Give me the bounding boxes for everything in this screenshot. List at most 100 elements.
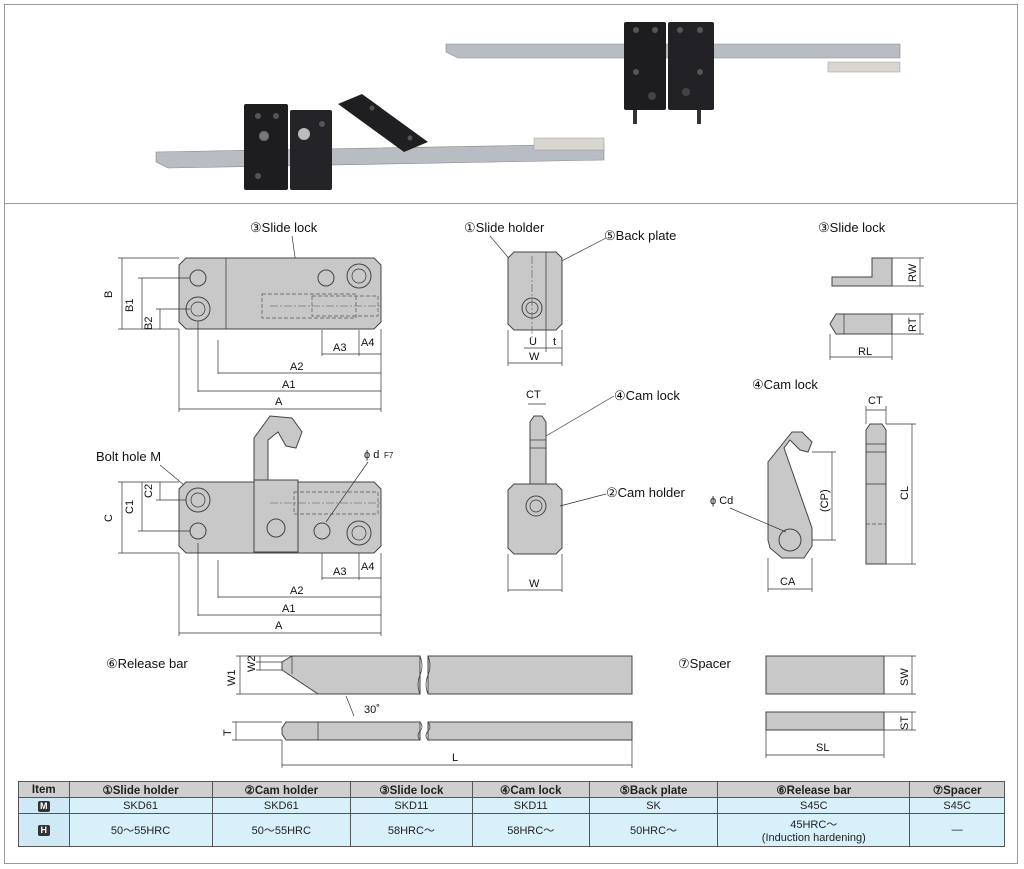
header-cam-lock: ④Cam lock	[471, 781, 590, 798]
slide-lock-top-view	[829, 313, 893, 335]
cam-bolt-hole-1	[185, 487, 211, 513]
table-row-hardness: H 50～55HRC 50～55HRC 58HRC～ 58HRC～ 50HRC～…	[18, 813, 1005, 847]
hardness-badge-cell: H	[18, 813, 70, 847]
table-cell: 50～55HRC	[211, 813, 352, 847]
table-cell: 50HRC～	[588, 813, 719, 847]
dim-c2: C2	[143, 484, 155, 498]
dim-a: A	[275, 396, 283, 408]
cam-bolt-hole-2	[189, 522, 207, 540]
label-phi-cd: ϕ Cd	[710, 495, 733, 507]
material-badge: M	[37, 800, 50, 812]
release-bar-tip-1	[827, 61, 901, 73]
cam-lock-body	[253, 479, 299, 553]
table-cell: SK	[588, 797, 719, 814]
header-slide-lock: ③Slide lock	[350, 781, 473, 798]
label-slide-holder: ①Slide holder	[464, 220, 545, 235]
photo-divider	[4, 203, 1017, 204]
table-cell: 58HRC～	[350, 813, 473, 847]
dim-rt: RT	[907, 317, 919, 332]
dim-t: t	[553, 336, 556, 348]
product-photo	[155, 22, 901, 190]
dim-w-slide: W	[529, 351, 540, 363]
release-bar-top-view-end	[427, 655, 633, 695]
material-badge-cell: M	[18, 797, 70, 814]
cam-lock-profile	[767, 431, 813, 559]
bolt-hole-1	[189, 269, 207, 287]
release-bar-tip-2	[533, 137, 605, 151]
label-release-bar: ⑥Release bar	[106, 656, 188, 671]
dim-a4-cam: A4	[361, 561, 374, 573]
table-cell: 50～55HRC	[68, 813, 213, 847]
table-cell: S45C	[909, 797, 1005, 814]
cam-bolt-hole-3	[313, 522, 331, 540]
header-back-plate: ⑤Back plate	[588, 781, 719, 798]
header-release-bar: ⑥Release bar	[717, 781, 911, 798]
cam-bolt-hole-4	[346, 520, 372, 546]
dim-a4: A4	[361, 337, 374, 349]
cam-lock-edge-view	[865, 423, 887, 565]
label-slide-lock-top: ③Slide lock	[250, 220, 318, 235]
table-cell: ―	[909, 813, 1005, 847]
dim-a3: A3	[333, 342, 346, 354]
dim-u: U	[529, 336, 537, 348]
cam-lock-plan	[253, 415, 303, 481]
label-spacer: ⑦Spacer	[678, 656, 732, 671]
dim-a1: A1	[282, 379, 295, 391]
dim-c: C	[103, 514, 115, 522]
dim-ct-detail: CT	[868, 395, 883, 407]
dim-t-bar: T	[222, 729, 234, 736]
dim-w1: W1	[226, 670, 238, 687]
dim-a1-cam: A1	[282, 603, 295, 615]
spacer-top-view	[765, 655, 885, 695]
cam-holder-hole	[525, 495, 547, 517]
label-angle: 30˚	[364, 704, 380, 716]
dim-b2: B2	[143, 317, 155, 330]
dim-ca: CA	[780, 576, 796, 588]
table-cell: SKD11	[350, 797, 473, 814]
table-cell: SKD61	[68, 797, 213, 814]
slide-lock-side-view	[831, 257, 893, 287]
table-header-row: Item ①Slide holder ②Cam holder ③Slide lo…	[18, 781, 1005, 798]
dim-b1: B1	[124, 299, 136, 312]
table-cell-release-bar-hardness: 45HRC～(Induction hardening)	[717, 813, 911, 847]
table-row-material: M SKD61 SKD61 SKD11 SKD11 SK S45C S45C	[18, 797, 1005, 814]
label-cam-lock-detail: ④Cam lock	[752, 377, 818, 392]
label-slide-lock-detail: ③Slide lock	[818, 220, 886, 235]
header-slide-holder: ①Slide holder	[68, 781, 213, 798]
dim-c1: C1	[124, 500, 136, 514]
label-cam-holder: ②Cam holder	[606, 485, 686, 500]
dim-sw: SW	[899, 668, 911, 686]
cam-holder-side	[507, 483, 563, 555]
bolt-hole-4	[346, 263, 372, 289]
dim-cp: (CP)	[819, 489, 831, 512]
material-table: Item ①Slide holder ②Cam holder ③Slide lo…	[18, 781, 1005, 847]
header-item: Item	[18, 781, 70, 798]
table-cell: SKD11	[471, 797, 590, 814]
dim-cl: CL	[899, 486, 911, 500]
back-plate-photo	[338, 94, 428, 152]
header-cam-holder: ②Cam holder	[211, 781, 352, 798]
dim-w2: W2	[246, 656, 258, 673]
dim-ct: CT	[526, 389, 541, 401]
cam-pin-hole	[266, 518, 286, 538]
cam-holder-photo-1	[668, 22, 714, 110]
dim-st: ST	[899, 716, 911, 730]
label-bolt-hole: Bolt hole M	[96, 449, 161, 464]
header-spacer: ⑦Spacer	[909, 781, 1005, 798]
dim-l: L	[452, 752, 458, 764]
dim-rl: RL	[858, 346, 872, 358]
release-bar-hardness-note: (Induction hardening)	[761, 832, 866, 844]
cam-lock-pin-hole	[778, 528, 802, 552]
release-bar-hardness: 45HRC～	[790, 819, 838, 831]
dim-a3-cam: A3	[333, 566, 346, 578]
slide-holder-photo-2	[244, 104, 288, 190]
technical-drawings: ③Slide lock B B1 B2 A3 A4 A2 A1 A Bolt h…	[96, 220, 924, 768]
label-back-plate: ⑤Back plate	[604, 228, 676, 243]
dim-w-cam: W	[529, 578, 540, 590]
release-bar-side-view-end	[427, 721, 633, 741]
table-cell: SKD61	[211, 797, 352, 814]
dim-rw: RW	[907, 263, 919, 282]
table-cell: 58HRC～	[471, 813, 590, 847]
label-cam-lock-mid: ④Cam lock	[614, 388, 680, 403]
label-phi-d: ϕ d	[364, 449, 379, 461]
